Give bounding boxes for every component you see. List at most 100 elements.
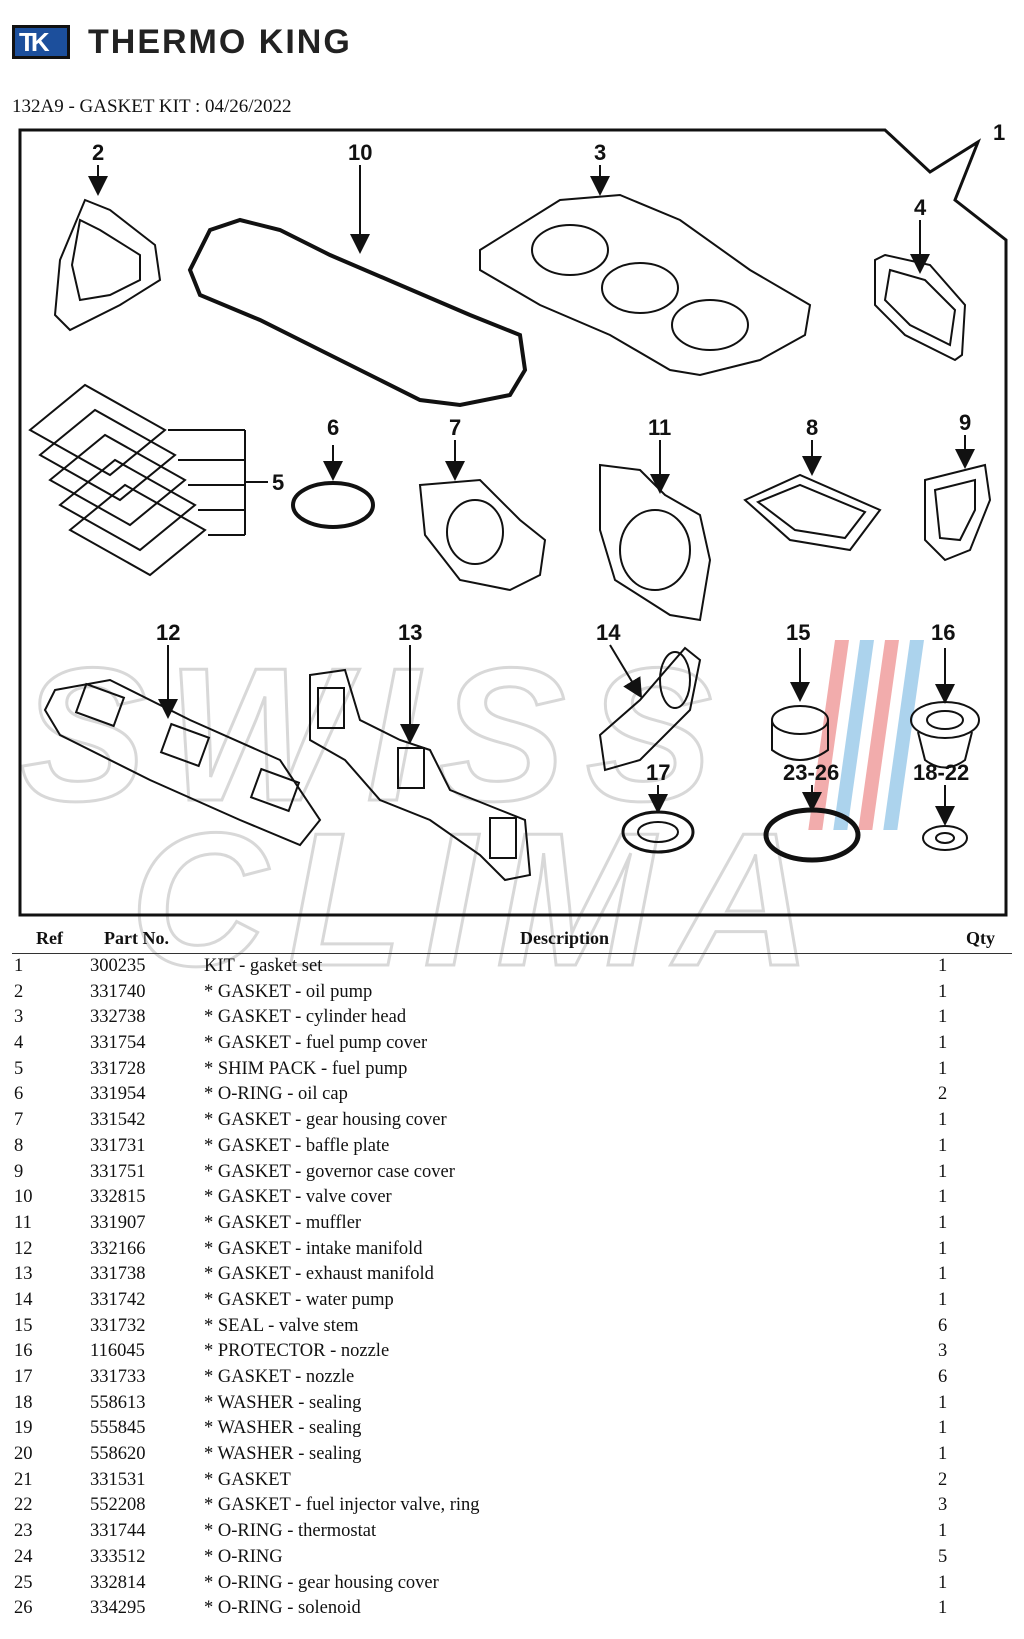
qty-cell: 1 (938, 956, 948, 976)
description-cell: * GASKET (204, 1469, 291, 1490)
description-cell: * GASKET - fuel pump cover (204, 1033, 428, 1054)
part-no-cell: 332815 (90, 1187, 146, 1208)
qty-cell: 2 (938, 1469, 948, 1490)
description-cell: * GASKET - cylinder head (204, 1007, 407, 1028)
description-cell: * GASKET - oil pump (204, 981, 373, 1002)
callout-9: 9 (959, 410, 971, 435)
part-no-cell: 334295 (90, 1598, 146, 1619)
callout-23-26: 23-26 (783, 760, 839, 785)
description-cell: * SEAL - valve stem (204, 1315, 359, 1336)
callout-11: 11 (648, 415, 671, 440)
description-cell: * GASKET - fuel injector valve, ring (204, 1495, 480, 1516)
callout-18-22: 18-22 (913, 760, 969, 785)
description-cell: * WASHER - sealing (204, 1444, 362, 1465)
part-no-cell: 116045 (90, 1341, 145, 1362)
qty-cell: 1 (938, 1289, 948, 1310)
callout-7: 7 (449, 415, 461, 440)
part-no-cell: 333512 (90, 1546, 146, 1567)
ref-cell: 17 (14, 1367, 33, 1387)
ref-cell: 6 (14, 1084, 24, 1105)
header-ref: Ref (36, 928, 63, 948)
qty-cell: 1 (938, 1110, 948, 1131)
part-no-cell: 332166 (90, 1238, 146, 1259)
ref-cell: 15 (14, 1315, 33, 1336)
description-cell: * GASKET - gear housing cover (204, 1110, 447, 1131)
description-cell: * GASKET - exhaust manifold (204, 1264, 434, 1285)
part-no-cell: 331738 (90, 1264, 146, 1285)
qty-cell: 1 (938, 1264, 948, 1285)
table-row: 4 331754 * GASKET - fuel pump cover 1 (12, 1031, 1012, 1057)
qty-cell: 1 (938, 1212, 948, 1233)
part-no-cell: 331954 (90, 1084, 146, 1105)
qty-cell: 6 (938, 1367, 948, 1387)
ref-cell: 13 (14, 1264, 33, 1285)
ref-cell: 24 (14, 1546, 33, 1567)
callout-15: 15 (786, 620, 810, 645)
ref-cell: 11 (14, 1212, 32, 1233)
qty-cell: 2 (938, 1084, 948, 1105)
ref-cell: 12 (14, 1238, 33, 1259)
part-no-cell: 332814 (90, 1572, 146, 1593)
header-description: Description (520, 928, 609, 948)
callout-6: 6 (327, 415, 339, 440)
ref-cell: 16 (14, 1341, 33, 1362)
description-cell: KIT - gasket set (204, 956, 323, 976)
description-cell: * O-RING - solenoid (204, 1598, 361, 1619)
description-cell: * WASHER - sealing (204, 1392, 362, 1413)
description-cell: * WASHER - sealing (204, 1418, 362, 1439)
ref-cell: 5 (14, 1058, 24, 1079)
table-row: 7 331542 * GASKET - gear housing cover 1 (12, 1108, 1012, 1134)
brand-name: THERMO KING (88, 22, 352, 61)
qty-cell: 1 (938, 1161, 948, 1182)
qty-cell: 1 (938, 1033, 948, 1054)
callout-12: 12 (156, 620, 180, 645)
ref-cell: 7 (14, 1110, 24, 1131)
part-no-cell: 331733 (90, 1367, 146, 1387)
part-no-cell: 331531 (90, 1469, 146, 1490)
ref-cell: 4 (14, 1033, 24, 1054)
header: TK THERMO KING (12, 22, 352, 62)
ref-cell: 18 (14, 1392, 33, 1413)
part-no-cell: 331542 (90, 1110, 146, 1131)
callout-16: 16 (931, 620, 955, 645)
part-no-cell: 558613 (90, 1392, 146, 1413)
part-no-cell: 300235 (90, 956, 146, 976)
header-part-no: Part No. (104, 928, 169, 948)
part-no-cell: 331751 (90, 1161, 146, 1182)
description-cell: * GASKET - water pump (204, 1289, 394, 1310)
qty-cell: 1 (938, 1572, 948, 1593)
part-no-cell: 331742 (90, 1289, 146, 1310)
document-title: 132A9 - GASKET KIT : 04/26/2022 (12, 96, 292, 117)
part-no-cell: 331740 (90, 981, 146, 1002)
part-no-cell: 558620 (90, 1444, 146, 1465)
callout-2: 2 (92, 140, 104, 165)
callout-17: 17 (646, 760, 670, 785)
thermo-king-logo-icon: TK (12, 25, 70, 59)
qty-cell: 6 (938, 1315, 948, 1336)
part-no-cell: 331754 (90, 1033, 146, 1054)
callout-14: 14 (596, 620, 621, 645)
ref-cell: 20 (14, 1444, 33, 1465)
callout-8: 8 (806, 415, 818, 440)
ref-cell: 19 (14, 1418, 33, 1439)
description-cell: * O-RING - gear housing cover (204, 1572, 439, 1593)
part-no-cell: 331732 (90, 1315, 146, 1336)
description-cell: * GASKET - intake manifold (204, 1238, 423, 1259)
